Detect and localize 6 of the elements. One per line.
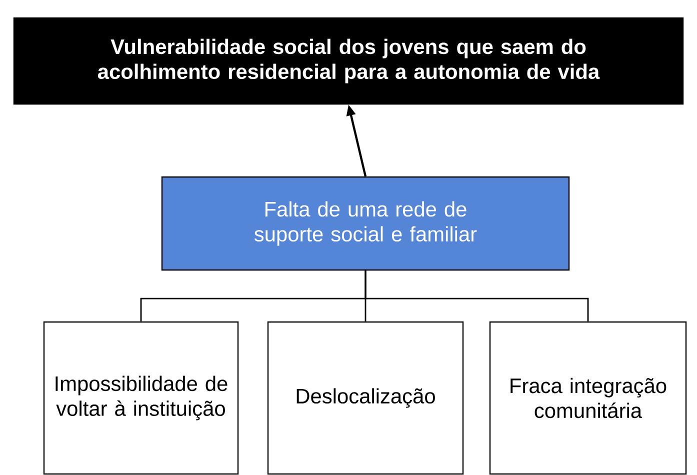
factor-box: Impossibilidade de voltar à instituição <box>43 321 239 475</box>
factor-box: Deslocalização <box>267 321 464 475</box>
connector-line <box>364 270 589 322</box>
factor-box: Fraca integração comunitária <box>489 321 687 475</box>
title-box: Vulnerabilidade social dos jovens que saem do acolhimento residencial para a autonomia de vida <box>13 17 684 105</box>
cause-box: Falta de uma rede de suporte social e familiar <box>161 176 570 271</box>
